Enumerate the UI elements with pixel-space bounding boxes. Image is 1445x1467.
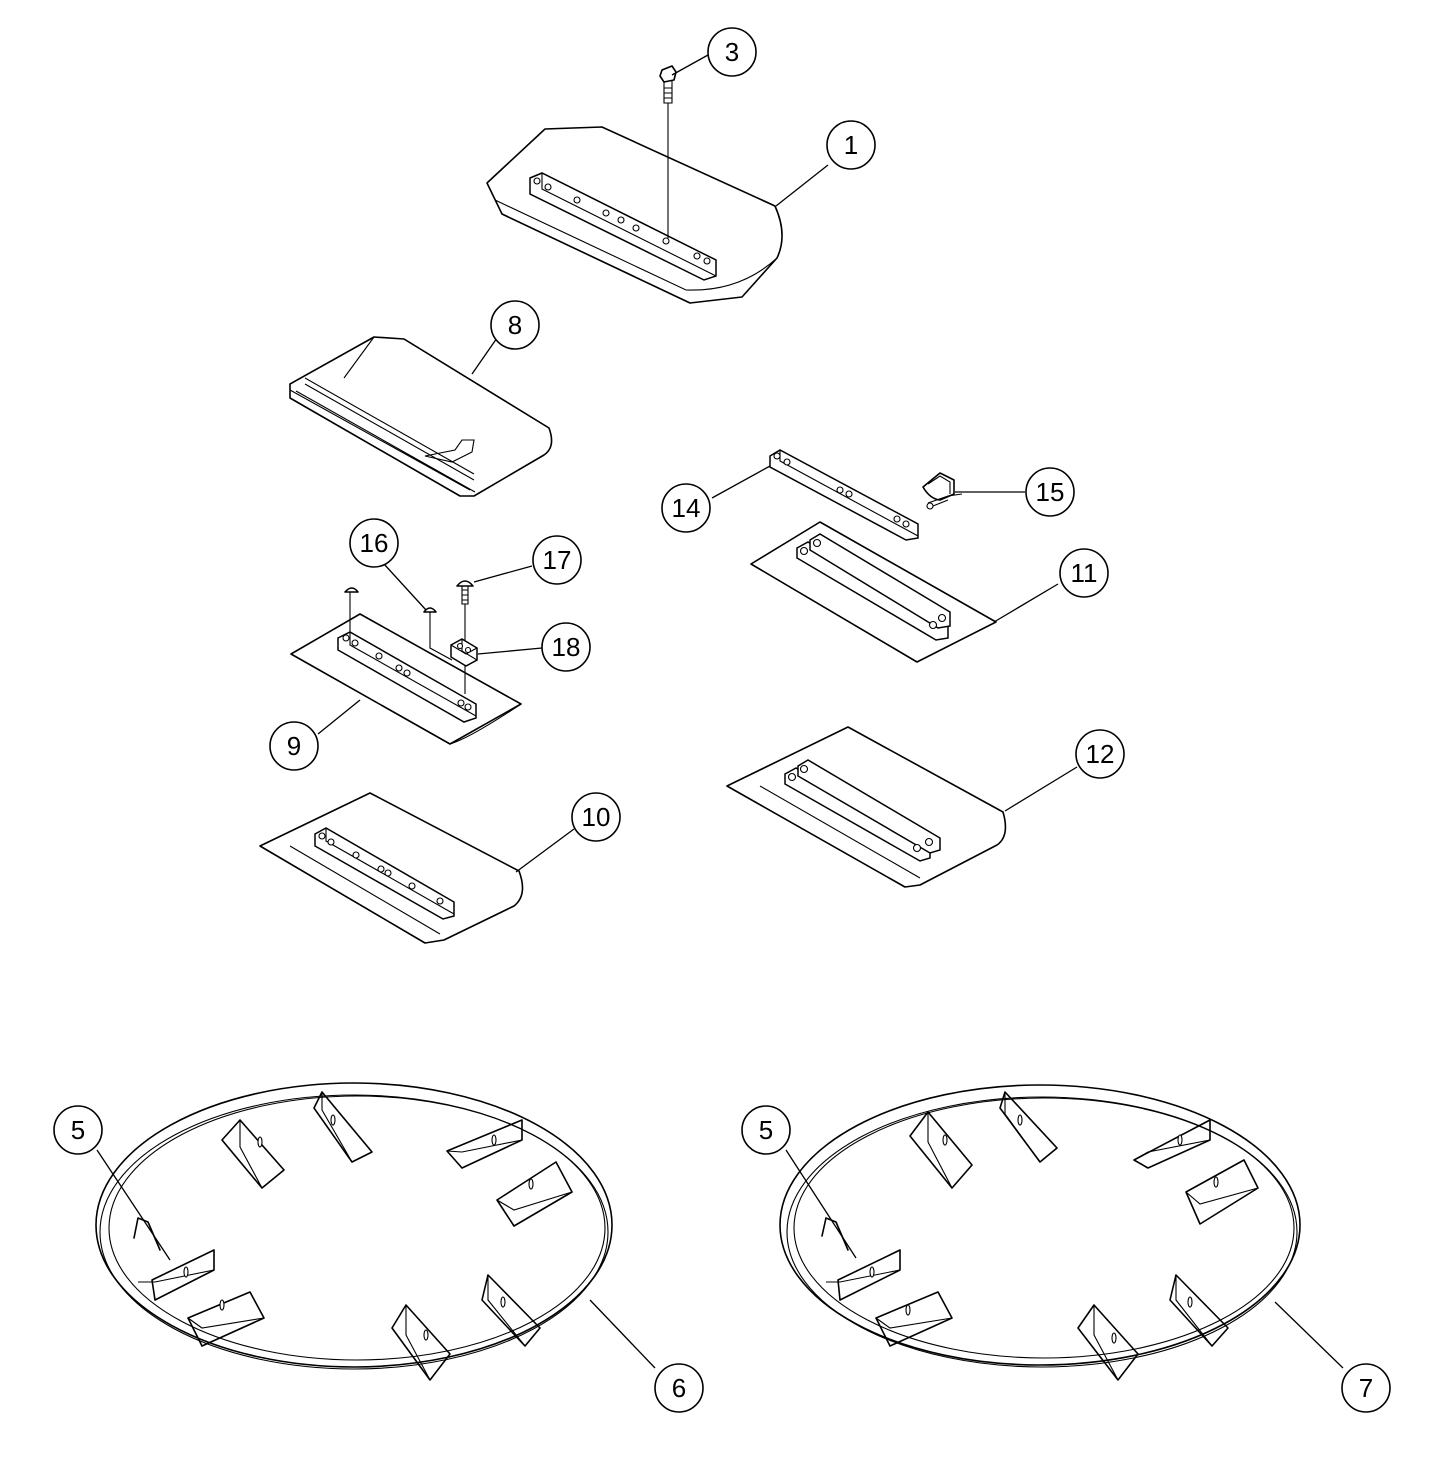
callout-1: 1 [826,120,876,170]
callout-3: 3 [707,27,757,77]
callout-label-18: 18 [552,632,581,662]
callout-14: 14 [661,483,711,533]
blade-part-1 [486,126,783,304]
callout-label-14: 14 [672,493,701,523]
callout-label-1: 1 [844,130,858,160]
callout-label-12: 12 [1086,739,1115,769]
callout-label-10: 10 [582,802,611,832]
blade-part-11 [750,521,997,663]
pan-clip-group-6 [138,1091,573,1381]
callout-8: 8 [490,300,540,350]
callout-10: 10 [571,792,621,842]
callout-15: 15 [1025,467,1075,517]
callout-label-16: 16 [360,528,389,558]
carriage-bolt-part-16 [344,587,453,661]
pan-clip-group-7 [826,1091,1259,1381]
callout-label-9: 9 [287,731,301,761]
callout-label-7: 7 [1359,1373,1373,1403]
leader-lines [96,54,1344,1369]
callout-6: 6 [654,1363,704,1413]
callout-18: 18 [541,622,591,672]
blade-part-9 [290,613,522,745]
callout-label-5-right: 5 [759,1115,773,1145]
blade-part-8 [289,336,553,497]
callout-16: 16 [349,518,399,568]
callout-5-left: 5 [53,1105,103,1155]
callout-7: 7 [1341,1363,1391,1413]
float-pan-part-6 [95,1082,613,1381]
float-pan-part-7 [779,1084,1301,1381]
callout-label-11: 11 [1071,558,1098,588]
callout-12: 12 [1075,729,1125,779]
blade-part-10 [259,792,524,944]
callout-label-5-left: 5 [71,1115,85,1145]
pin-part-5-right [821,1217,849,1251]
pin-part-15 [922,472,963,510]
callout-label-17: 17 [543,545,572,575]
callout-label-6: 6 [672,1373,686,1403]
callout-17: 17 [532,535,582,585]
bar-part-14 [769,449,919,541]
bolt-part-3 [659,65,677,238]
carriage-bolt-part-17 [456,580,474,694]
pin-part-5-left [133,1217,161,1251]
callout-label-8: 8 [508,310,522,340]
callout-label-3: 3 [725,37,739,67]
callout-9: 9 [269,721,319,771]
callout-11: 11 [1059,548,1109,598]
callout-5-right: 5 [741,1105,791,1155]
blade-part-12 [726,726,1007,888]
callout-label-15: 15 [1036,477,1065,507]
spacer-block-part-18 [450,638,478,667]
